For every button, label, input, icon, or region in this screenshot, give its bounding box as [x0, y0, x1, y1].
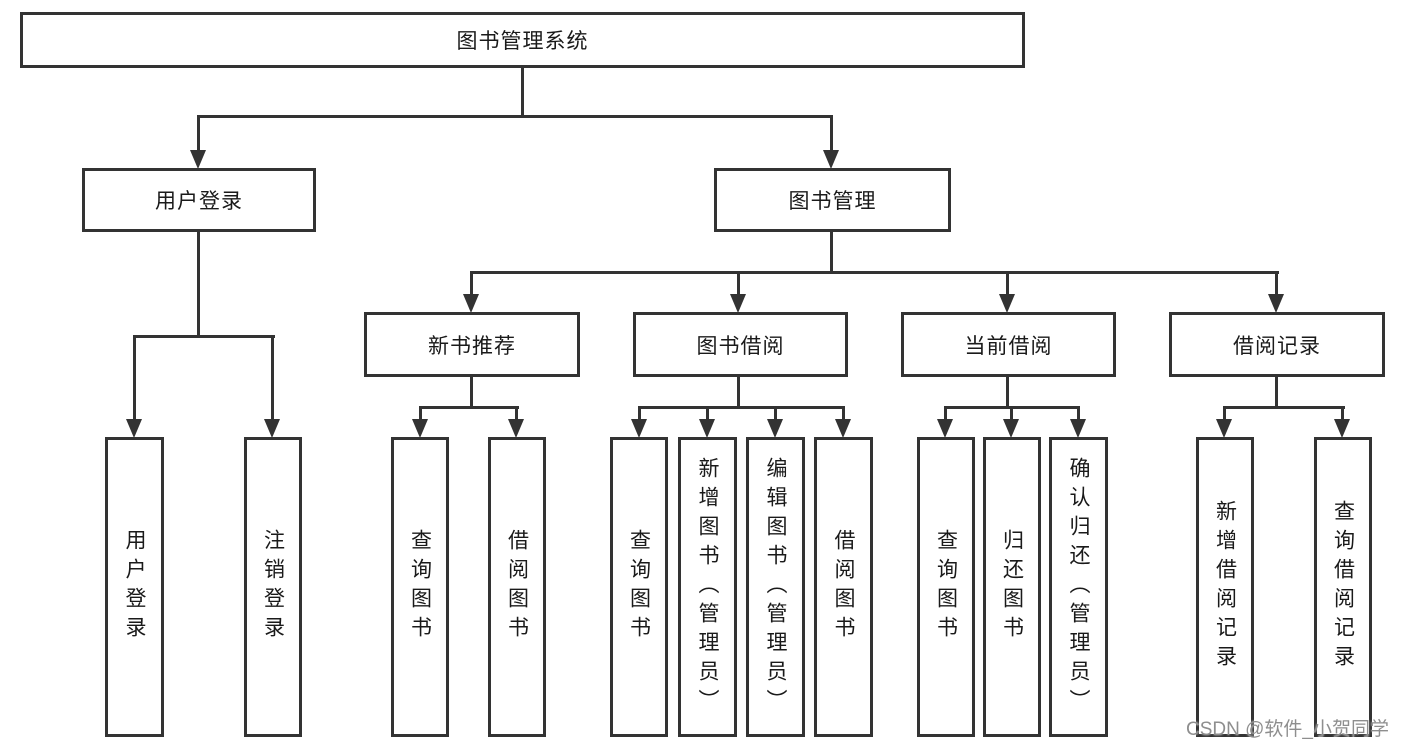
node-current-borrowing: 当前借阅	[901, 312, 1116, 377]
connector-current-shaft-2	[1010, 406, 1013, 422]
node-book-borrowing: 图书借阅	[633, 312, 848, 377]
connector-borrowing-stem	[737, 377, 740, 409]
connector-recommend-shaft-2	[515, 406, 518, 422]
connector-records-stem	[1275, 377, 1278, 409]
leaf-current-query-books: 查询图书	[917, 437, 975, 737]
node-borrowing-records-label: 借阅记录	[1233, 334, 1321, 358]
leaf-current-query-books-label: 查询图书	[934, 529, 958, 645]
arrowhead-records-query-record	[1334, 419, 1350, 438]
arrowhead-current-borrowing	[999, 294, 1015, 313]
arrowhead-borrowing-borrow-books	[835, 419, 851, 438]
connector-current-stem	[1006, 377, 1009, 409]
connector-root-left-shaft	[197, 115, 200, 152]
node-book-management-label: 图书管理	[788, 190, 877, 213]
connector-user-login-elbow	[133, 335, 275, 338]
leaf-borrowing-query-books-label: 查询图书	[627, 529, 651, 645]
arrowhead-user-login	[190, 150, 206, 169]
leaf-logout-label: 注销登录	[261, 529, 285, 645]
leaf-recommend-query-books-label: 查询图书	[408, 529, 432, 645]
node-user-login: 用户登录	[82, 168, 316, 232]
connector-recommend-stem	[470, 377, 473, 409]
arrowhead-records-add-record	[1216, 419, 1232, 438]
node-book-borrowing-label: 图书借阅	[696, 334, 785, 358]
connector-book-mgmt-elbow	[471, 271, 1279, 274]
arrowhead-borrowing-query-books	[631, 419, 647, 438]
node-library-system: 图书管理系统	[20, 12, 1025, 68]
connector-book-mgmt-shaft-4	[1275, 271, 1278, 297]
connector-current-shaft-1	[944, 406, 947, 422]
leaf-borrowing-edit-books-admin-label: 编辑图书（管理员）	[764, 456, 788, 718]
arrowhead-leaf-logout	[264, 419, 280, 438]
connector-root-stem	[521, 68, 524, 117]
arrowhead-new-book-recommend	[463, 294, 479, 313]
connector-records-shaft-2	[1341, 406, 1344, 422]
leaf-logout: 注销登录	[244, 437, 302, 737]
connector-book-mgmt-shaft-3	[1006, 271, 1009, 297]
arrowhead-recommend-borrow-books	[508, 419, 524, 438]
connector-borrowing-shaft-2	[706, 406, 709, 422]
arrowhead-leaf-user-login	[126, 419, 142, 438]
connector-borrowing-shaft-4	[842, 406, 845, 422]
connector-current-shaft-3	[1077, 406, 1080, 422]
leaf-borrowing-borrow-books-label: 借阅图书	[832, 529, 856, 645]
leaf-records-add-record: 新增借阅记录	[1196, 437, 1254, 737]
arrowhead-current-return-books	[1003, 419, 1019, 438]
leaf-borrowing-add-books-admin: 新增图书（管理员）	[678, 437, 737, 737]
leaf-recommend-query-books: 查询图书	[391, 437, 449, 737]
arrowhead-recommend-query-books	[412, 419, 428, 438]
connector-book-mgmt-stem	[830, 232, 833, 274]
leaf-records-query-record-label: 查询借阅记录	[1331, 500, 1355, 674]
leaf-borrowing-add-books-admin-label: 新增图书（管理员）	[696, 456, 720, 718]
arrowhead-borrowing-add-books	[699, 419, 715, 438]
connector-borrowing-shaft-3	[774, 406, 777, 422]
connector-book-mgmt-shaft-2	[737, 271, 740, 297]
leaf-current-confirm-return-admin: 确认归还（管理员）	[1049, 437, 1108, 737]
node-user-login-label: 用户登录	[155, 190, 243, 213]
connector-borrowing-shaft-1	[638, 406, 641, 422]
node-borrowing-records: 借阅记录	[1169, 312, 1385, 377]
arrowhead-current-query-books	[937, 419, 953, 438]
leaf-borrowing-edit-books-admin: 编辑图书（管理员）	[746, 437, 805, 737]
leaf-current-return-books-label: 归还图书	[1000, 529, 1024, 645]
leaf-records-query-record: 查询借阅记录	[1314, 437, 1372, 737]
connector-user-login-shaft-2	[271, 335, 274, 421]
connector-recommend-shaft-1	[419, 406, 422, 422]
node-book-management: 图书管理	[714, 168, 951, 232]
connector-recommend-elbow	[419, 406, 519, 409]
node-library-system-label: 图书管理系统	[456, 30, 589, 53]
leaf-recommend-borrow-books-label: 借阅图书	[505, 529, 529, 645]
node-current-borrowing-label: 当前借阅	[964, 334, 1053, 358]
connector-book-mgmt-shaft-1	[470, 271, 473, 297]
arrowhead-book-borrowing	[730, 294, 746, 313]
node-new-book-recommend-label: 新书推荐	[428, 334, 516, 358]
node-new-book-recommend: 新书推荐	[364, 312, 580, 377]
arrowhead-book-management	[823, 150, 839, 169]
connector-records-elbow	[1223, 406, 1345, 409]
watermark: CSDN @软件_小贺同学	[1186, 719, 1389, 740]
leaf-records-add-record-label: 新增借阅记录	[1213, 500, 1237, 674]
connector-user-login-shaft-1	[133, 335, 136, 421]
arrowhead-current-confirm-return	[1070, 419, 1086, 438]
connector-user-login-stem	[197, 232, 200, 338]
arrowhead-borrowing-edit-books	[767, 419, 783, 438]
leaf-user-login-label: 用户登录	[123, 529, 147, 645]
connector-root-elbow	[197, 115, 833, 118]
leaf-current-confirm-return-admin-label: 确认归还（管理员）	[1067, 456, 1091, 718]
connector-root-right-shaft	[830, 115, 833, 152]
leaf-current-return-books: 归还图书	[983, 437, 1041, 737]
leaf-user-login: 用户登录	[105, 437, 164, 737]
leaf-recommend-borrow-books: 借阅图书	[488, 437, 546, 737]
leaf-borrowing-borrow-books: 借阅图书	[814, 437, 873, 737]
leaf-borrowing-query-books: 查询图书	[610, 437, 668, 737]
connector-borrowing-elbow	[638, 406, 845, 409]
connector-records-shaft-1	[1223, 406, 1226, 422]
arrowhead-borrowing-records	[1268, 294, 1284, 313]
